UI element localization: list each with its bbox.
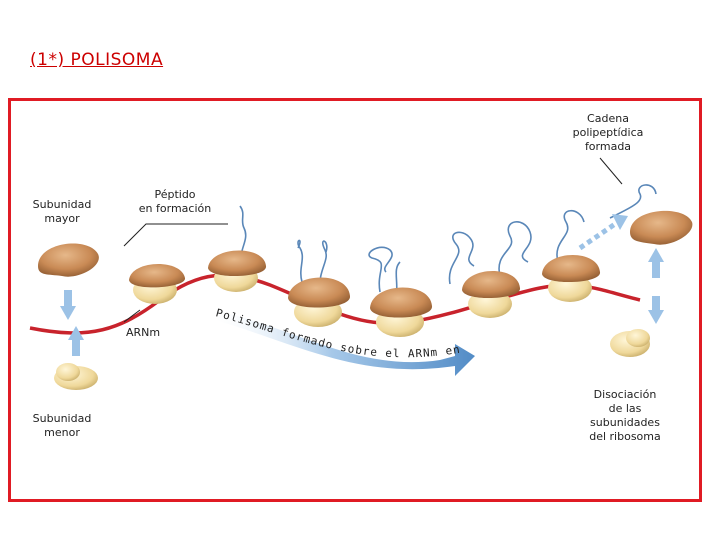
ribosome-group	[129, 250, 601, 337]
diagram-frame	[8, 98, 702, 502]
label-cadena-line3: formada	[584, 140, 632, 153]
arrow-caption: Polisoma formado sobre el ARNm en traduc…	[0, 0, 468, 360]
dissociated-small-subunit	[610, 329, 650, 357]
peptide-chains	[239, 184, 657, 301]
label-disociacion-line1: Disociación	[593, 388, 657, 401]
label-subunidad-mayor-line1: Subunidad	[32, 198, 92, 211]
label-cadena-line1: Cadena	[587, 112, 629, 125]
label-disociacion-line3: subunidades	[590, 416, 660, 429]
label-arnm-text: ARNm	[125, 326, 161, 339]
label-cadena-line2: polipeptídica	[572, 126, 644, 139]
label-cadena: Cadena polipeptídica formada	[568, 112, 648, 154]
label-subunidad-mayor: Subunidad mayor	[22, 198, 102, 226]
dissociation-arrows	[648, 248, 664, 324]
svg-text:Polisoma formado sobre el ARNm: Polisoma formado sobre el ARNm en traduc…	[0, 0, 469, 360]
label-disociacion-line4: del ribosoma	[589, 430, 661, 443]
label-peptido: Péptido en formación	[130, 188, 220, 216]
label-disociacion: Disociación de las subunidades del ribos…	[580, 388, 670, 444]
free-small-subunit	[54, 363, 98, 390]
label-peptido-line2: en formación	[138, 202, 212, 215]
label-arnm: ARNm	[118, 326, 168, 340]
page-title: (1*) POLISOMA	[30, 50, 164, 70]
label-subunidad-menor-line1: Subunidad	[32, 412, 92, 425]
assembly-arrows	[60, 290, 84, 356]
label-disociacion-line2: de las	[608, 402, 642, 415]
label-subunidad-menor: Subunidad menor	[22, 412, 102, 440]
release-arrow	[578, 219, 620, 251]
dissociated-large-subunit	[630, 210, 693, 245]
label-subunidad-menor-line2: menor	[44, 426, 80, 439]
label-peptido-line1: Péptido	[154, 188, 196, 201]
label-subunidad-mayor-line2: mayor	[44, 212, 80, 225]
pointer-lines	[123, 157, 623, 323]
free-large-subunit	[38, 243, 99, 277]
